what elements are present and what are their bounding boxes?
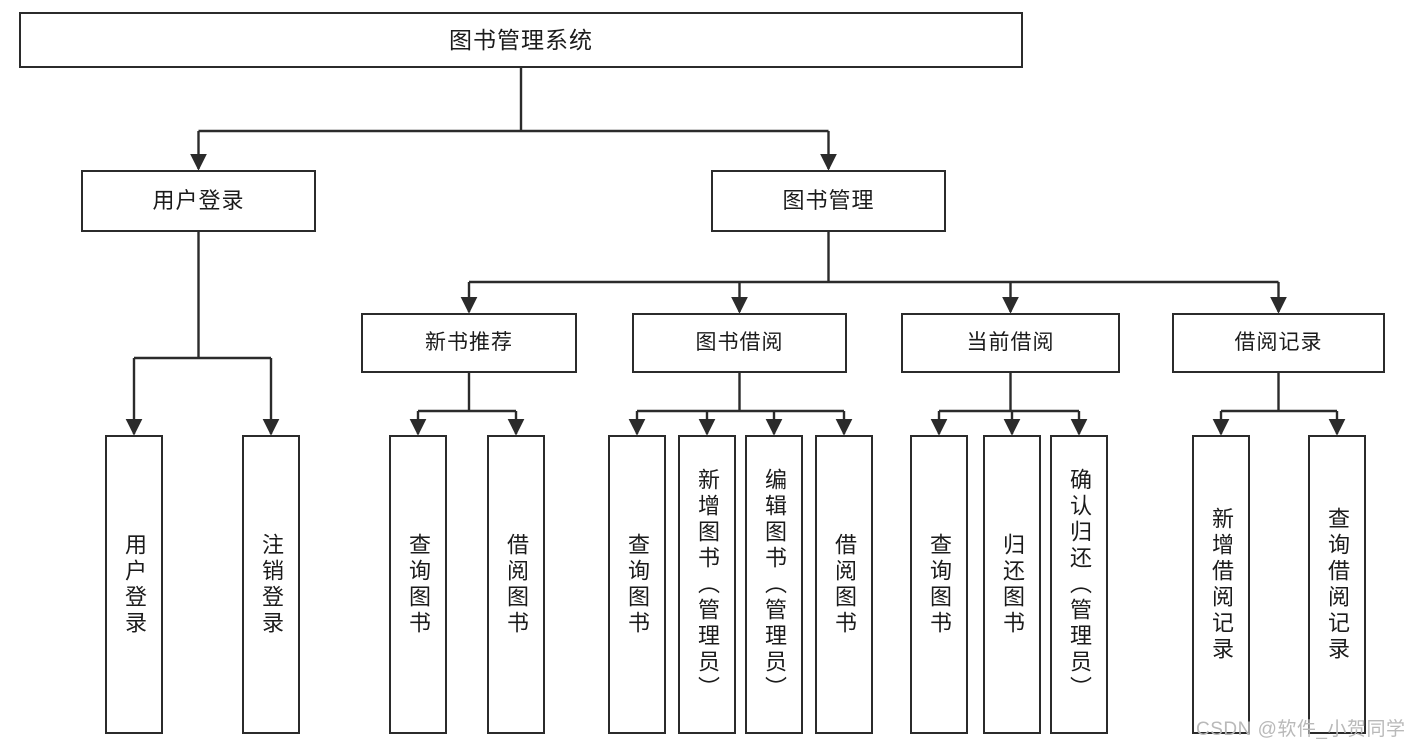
node-label: 确认归还（管理员）	[1067, 467, 1092, 702]
node-label: 编辑图书（管理员）	[762, 467, 787, 702]
node-label: 图书管理	[782, 188, 875, 214]
node-label: 新书推荐	[425, 330, 513, 354]
node-newbook[interactable]: 新书推荐	[361, 313, 577, 373]
node-label: 借阅记录	[1234, 330, 1323, 354]
node-l-edit[interactable]: 编辑图书（管理员）	[745, 435, 803, 734]
node-bookmgmt[interactable]: 图书管理	[711, 170, 946, 232]
node-current[interactable]: 当前借阅	[901, 313, 1120, 373]
node-label: 借阅图书	[504, 532, 529, 637]
node-label: 归还图书	[1000, 532, 1025, 637]
node-root[interactable]: 图书管理系统	[19, 12, 1023, 68]
node-l-addrec[interactable]: 新增借阅记录	[1192, 435, 1250, 734]
node-l-ret[interactable]: 归还图书	[983, 435, 1041, 734]
node-l-conf[interactable]: 确认归还（管理员）	[1050, 435, 1108, 734]
node-label: 查询图书	[406, 532, 431, 637]
node-label: 新增图书（管理员）	[695, 467, 720, 702]
node-label: 新增借阅记录	[1209, 506, 1234, 663]
node-l-userlogin[interactable]: 用户登录	[105, 435, 163, 734]
node-label: 图书借阅	[695, 330, 784, 354]
node-label: 查询图书	[927, 532, 952, 637]
node-label: 图书管理系统	[449, 26, 593, 53]
node-l-logout[interactable]: 注销登录	[242, 435, 300, 734]
node-label: 用户登录	[122, 532, 147, 637]
node-l-b1[interactable]: 借阅图书	[487, 435, 545, 734]
node-records[interactable]: 借阅记录	[1172, 313, 1385, 373]
node-label: 借阅图书	[832, 532, 857, 637]
node-label: 查询借阅记录	[1325, 506, 1350, 663]
node-borrow[interactable]: 图书借阅	[632, 313, 847, 373]
node-label: 用户登录	[152, 188, 245, 214]
node-label: 查询图书	[625, 532, 650, 637]
node-l-q1[interactable]: 查询图书	[389, 435, 447, 734]
node-l-q3[interactable]: 查询图书	[910, 435, 968, 734]
node-l-qrec[interactable]: 查询借阅记录	[1308, 435, 1366, 734]
node-l-b2[interactable]: 借阅图书	[815, 435, 873, 734]
node-label: 当前借阅	[966, 330, 1055, 354]
node-l-q2[interactable]: 查询图书	[608, 435, 666, 734]
node-login[interactable]: 用户登录	[81, 170, 316, 232]
node-label: 注销登录	[259, 532, 284, 637]
node-l-add[interactable]: 新增图书（管理员）	[678, 435, 736, 734]
